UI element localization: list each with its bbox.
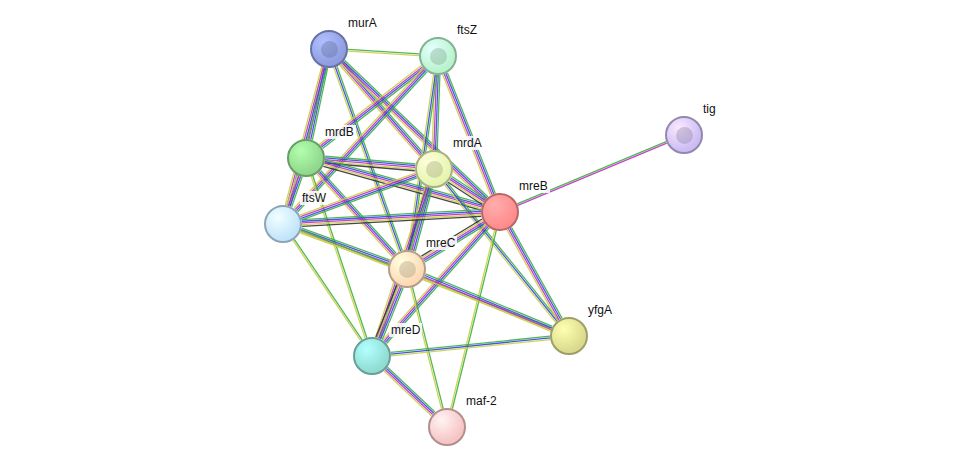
interaction-edge [319, 66, 424, 149]
evidence-line [511, 227, 562, 318]
protein-node: mrdA [415, 150, 453, 188]
interaction-edge [517, 142, 667, 206]
protein-node: mrdB [287, 139, 325, 177]
evidence-line [422, 220, 483, 257]
node-label: mrdB [323, 125, 356, 139]
evidence-line [423, 222, 484, 259]
node-label: tig [701, 102, 718, 116]
node-label: mreD [389, 323, 422, 337]
protein-node: maf-2 [428, 408, 466, 446]
node-label: murA [346, 16, 379, 30]
evidence-line [302, 228, 390, 260]
interaction-edge [293, 239, 362, 340]
node-label: mrdA [451, 136, 484, 150]
evidence-line [293, 240, 361, 340]
evidence-line [387, 228, 490, 344]
evidence-line [386, 368, 433, 413]
evidence-line [385, 370, 432, 415]
evidence-line [424, 223, 485, 260]
evidence-line [287, 175, 297, 205]
evidence-line [288, 176, 298, 206]
interaction-edge [451, 230, 497, 409]
interaction-edge [445, 183, 559, 323]
interaction-edge [341, 60, 488, 200]
evidence-line [425, 225, 486, 262]
evidence-line [294, 239, 362, 339]
node-label: mreB [517, 179, 550, 193]
protein-node: mreC [388, 250, 426, 288]
node-label: yfgA [586, 303, 614, 317]
evidence-line [391, 338, 550, 354]
interaction-edge [391, 336, 551, 356]
structure-icon [426, 161, 443, 178]
evidence-line [425, 275, 552, 327]
evidence-line [424, 279, 551, 331]
protein-node: murA [310, 30, 348, 68]
protein-node: ftsW [264, 205, 302, 243]
protein-node: tig [665, 116, 703, 154]
evidence-line [391, 336, 550, 352]
evidence-line [424, 277, 551, 329]
protein-node: yfgA [550, 317, 588, 355]
evidence-line [300, 173, 415, 215]
evidence-line [447, 73, 495, 194]
protein-node: mreD [353, 337, 391, 375]
structure-icon [321, 41, 338, 58]
evidence-line [321, 67, 423, 146]
evidence-line [421, 219, 482, 256]
evidence-line [322, 68, 424, 147]
evidence-line [517, 142, 666, 204]
evidence-line [452, 231, 496, 409]
evidence-line [426, 274, 553, 326]
evidence-line [451, 230, 495, 408]
protein-node: ftsZ [419, 37, 457, 75]
interaction-edge [384, 367, 435, 416]
interaction-edge [302, 210, 481, 227]
evidence-line [323, 70, 425, 149]
evidence-line [301, 175, 416, 217]
node-label: ftsW [300, 191, 328, 205]
evidence-line [348, 51, 419, 56]
evidence-line [384, 371, 431, 416]
node-label: mreC [424, 236, 457, 250]
evidence-line [391, 340, 550, 356]
evidence-line [507, 230, 558, 321]
evidence-line [518, 143, 667, 205]
interaction-edge [507, 227, 562, 320]
evidence-line [446, 73, 494, 194]
evidence-line [508, 229, 559, 320]
evidence-line [302, 215, 481, 225]
node-label: ftsZ [455, 23, 479, 37]
evidence-line [302, 216, 481, 226]
node-label: maf-2 [464, 394, 499, 408]
interaction-edge [300, 173, 417, 220]
evidence-line [301, 230, 389, 262]
protein-node: mreB [481, 193, 519, 231]
interaction-edge [348, 49, 419, 55]
structure-icon [399, 261, 416, 278]
structure-icon [676, 127, 693, 144]
structure-icon [430, 48, 447, 65]
interaction-edge [424, 274, 553, 331]
evidence-line [388, 367, 435, 412]
evidence-line [510, 228, 561, 319]
